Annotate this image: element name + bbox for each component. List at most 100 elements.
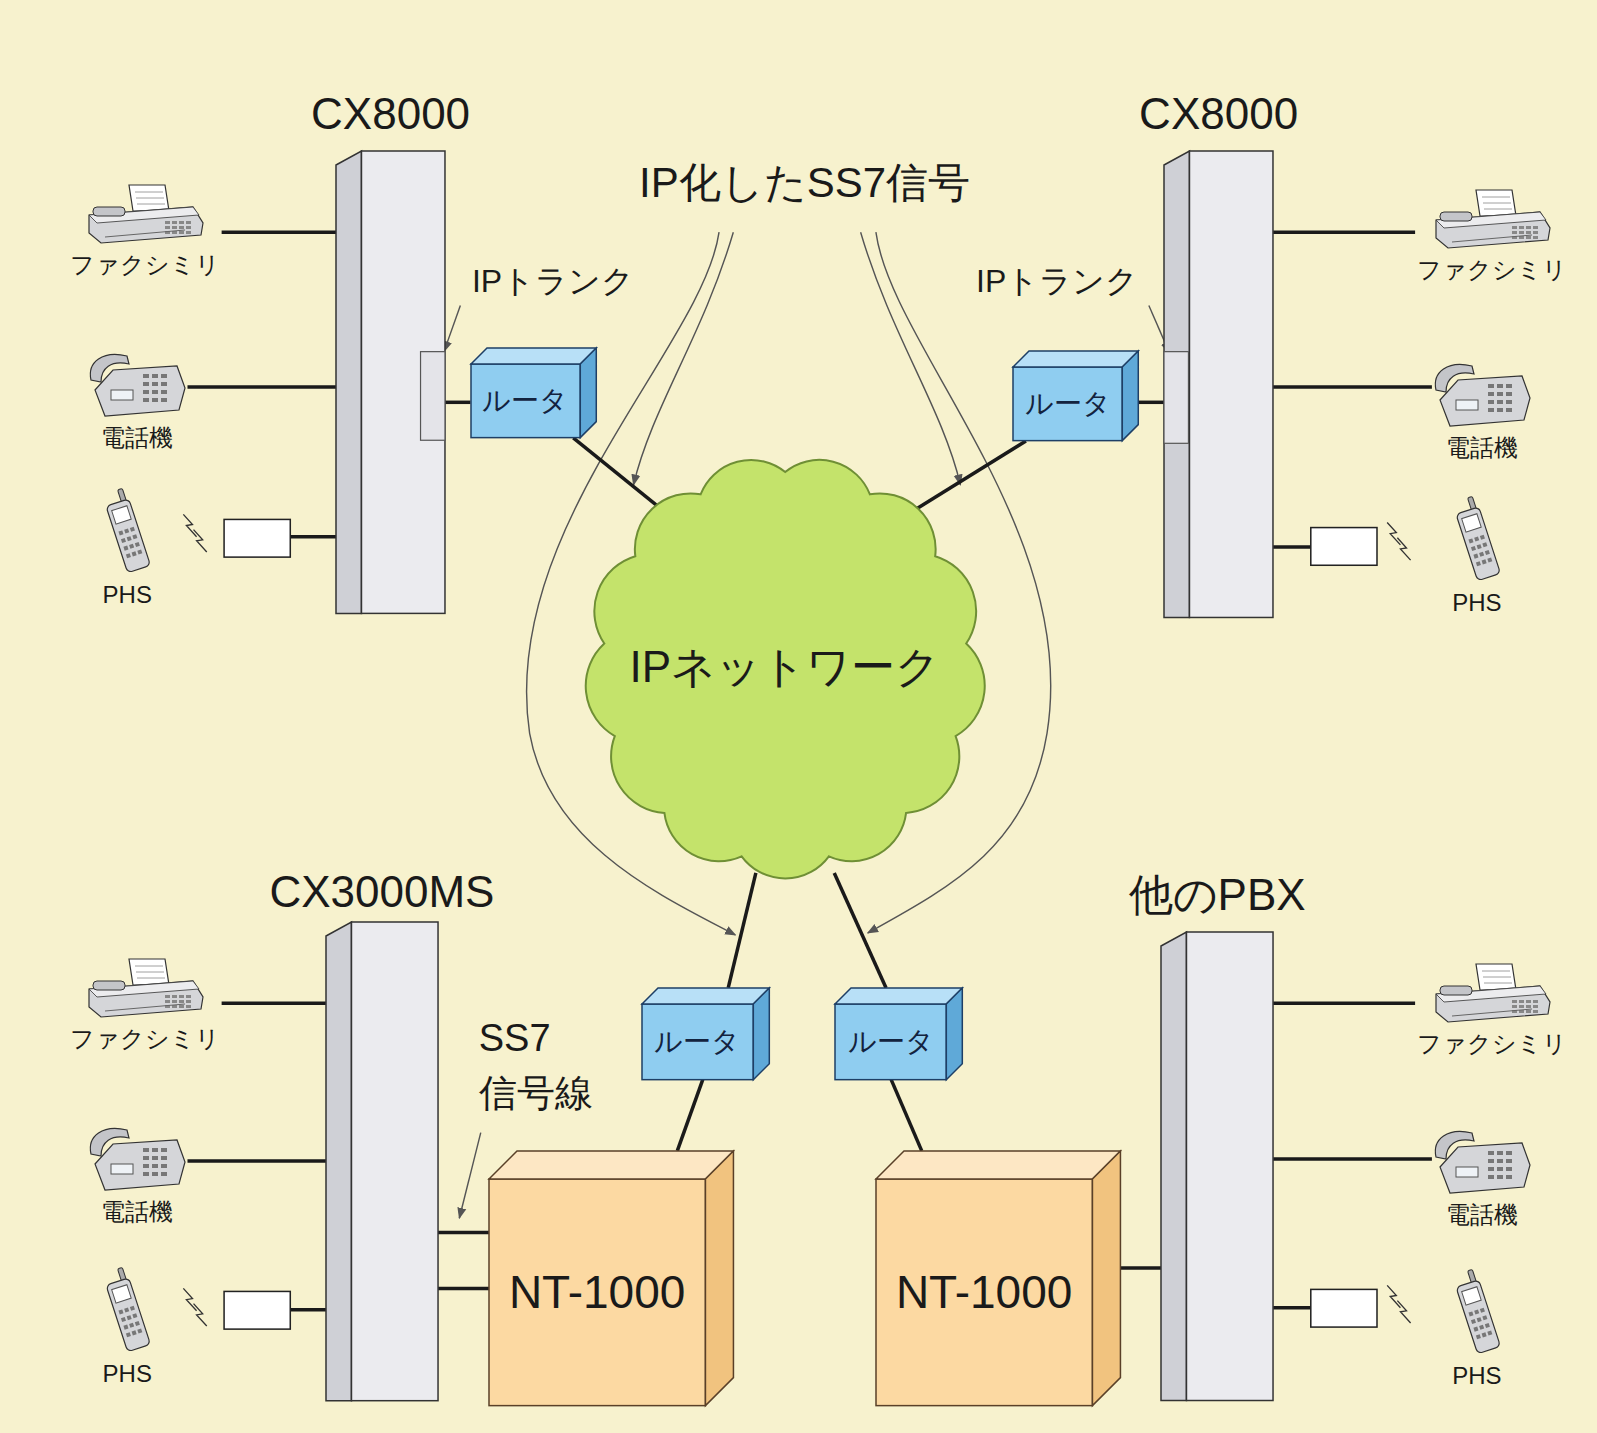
annotation-label: IP化したSS7信号: [639, 158, 970, 208]
pbx-outline: [1161, 932, 1273, 1401]
phs-key: [129, 1323, 134, 1328]
phone-display: [111, 1164, 133, 1174]
fax-key: [186, 1000, 191, 1003]
device-label: 電話機: [1446, 434, 1518, 463]
pbx-outline: [1164, 151, 1273, 617]
fax-key: [1519, 1005, 1524, 1008]
fax-key: [1533, 1005, 1538, 1008]
router-side: [1123, 351, 1139, 441]
phone-key: [1488, 1159, 1494, 1163]
phs-key: [135, 542, 140, 547]
router-side: [580, 348, 596, 438]
fax-body: [89, 207, 203, 243]
signal-flow-curve: [861, 232, 961, 485]
phone-handset: [1435, 365, 1474, 393]
phs-key: [121, 538, 126, 543]
phone-key: [143, 1172, 149, 1176]
label-holder: IP化したSS7信号: [639, 158, 970, 208]
pbx-outline: [326, 922, 438, 1401]
phs-key: [138, 549, 143, 554]
connection-line: [438, 1231, 489, 1235]
fax-icon: [85, 183, 205, 245]
fax-key: [1526, 231, 1531, 234]
fax-key: [179, 231, 184, 234]
phone-key: [1506, 408, 1512, 412]
radio-bolt: [1387, 522, 1400, 544]
connection-line: [834, 873, 886, 988]
router-box: ルータ: [471, 348, 596, 438]
router-front: [835, 1004, 946, 1080]
router-side: [946, 988, 962, 1080]
fax-body: [1436, 212, 1550, 248]
phs-key: [1468, 1311, 1473, 1316]
phone-key: [1497, 1175, 1503, 1179]
connection-line: [1273, 385, 1432, 389]
phs-screen: [112, 1285, 132, 1303]
phone-key: [1506, 1167, 1512, 1171]
fax-icon: [85, 957, 205, 1019]
connection-line: [438, 1287, 489, 1291]
device-label: ファクシミリ: [1417, 1030, 1567, 1059]
phone-display: [1456, 400, 1478, 410]
phone-key: [152, 390, 158, 394]
nt-side: [705, 1151, 733, 1406]
phs-key: [1482, 542, 1487, 547]
router-box: ルータ: [835, 988, 962, 1080]
fax-slot: [1452, 1009, 1532, 1016]
fax-key: [1526, 1005, 1531, 1008]
phs-key: [1473, 554, 1478, 559]
phone-key: [143, 1164, 149, 1168]
phs-key: [132, 1330, 137, 1335]
ip-trunk-card: [1164, 351, 1188, 443]
nt-side: [1092, 1151, 1120, 1406]
base-station: [1311, 528, 1377, 566]
router-top: [1013, 351, 1138, 367]
phone-key: [1488, 384, 1494, 388]
phone-key: [143, 382, 149, 386]
router-top: [642, 988, 769, 1004]
phs-key: [130, 1306, 135, 1311]
pbx-front: [351, 922, 438, 1401]
router-front: [1013, 367, 1122, 441]
phs-body: [106, 499, 150, 573]
terminal-device: ファクシミリ: [1415, 962, 1569, 1059]
fax-key: [1533, 1000, 1538, 1003]
fax-paper: [1476, 964, 1516, 990]
phone-base: [95, 1140, 185, 1190]
pbx-front: [1190, 151, 1274, 617]
connection-line: [573, 438, 667, 514]
phs-key: [133, 1313, 138, 1318]
unit-label: NT-1000: [509, 1265, 685, 1320]
network-label: IPネットワーク: [629, 641, 940, 694]
device-label: PHS: [1452, 1362, 1501, 1391]
fax-top: [89, 207, 199, 223]
phone-key: [1497, 384, 1503, 388]
phone-key: [1497, 400, 1503, 404]
device-label: PHS: [103, 581, 152, 610]
router-front: [471, 364, 580, 438]
phs-icon: [1450, 497, 1504, 583]
box-heading: CX8000: [311, 89, 470, 139]
box-heading: CX3000MS: [269, 867, 494, 917]
phs-key: [124, 1325, 129, 1330]
phs-key: [1476, 1317, 1481, 1322]
connection-line: [187, 1159, 325, 1163]
radio-bolt: [1397, 538, 1410, 560]
phs-key: [133, 534, 138, 539]
pbx-side: [1161, 932, 1186, 1401]
terminal-device: 電話機: [1432, 1123, 1532, 1230]
fax-key: [165, 221, 170, 224]
phone-key: [161, 1164, 167, 1168]
connection-line: [222, 230, 336, 234]
phone-key: [1488, 1175, 1494, 1179]
fax-key: [172, 226, 177, 229]
phone-key: [161, 382, 167, 386]
phone-key: [143, 390, 149, 394]
phs-key: [126, 553, 131, 558]
phs-key: [1487, 558, 1492, 563]
phs-handset: [103, 487, 151, 572]
paper-lines: [135, 966, 165, 978]
fax-slot: [105, 230, 185, 237]
nt-unit-box: NT-1000: [876, 1151, 1120, 1406]
connection-line: [1120, 1266, 1161, 1270]
